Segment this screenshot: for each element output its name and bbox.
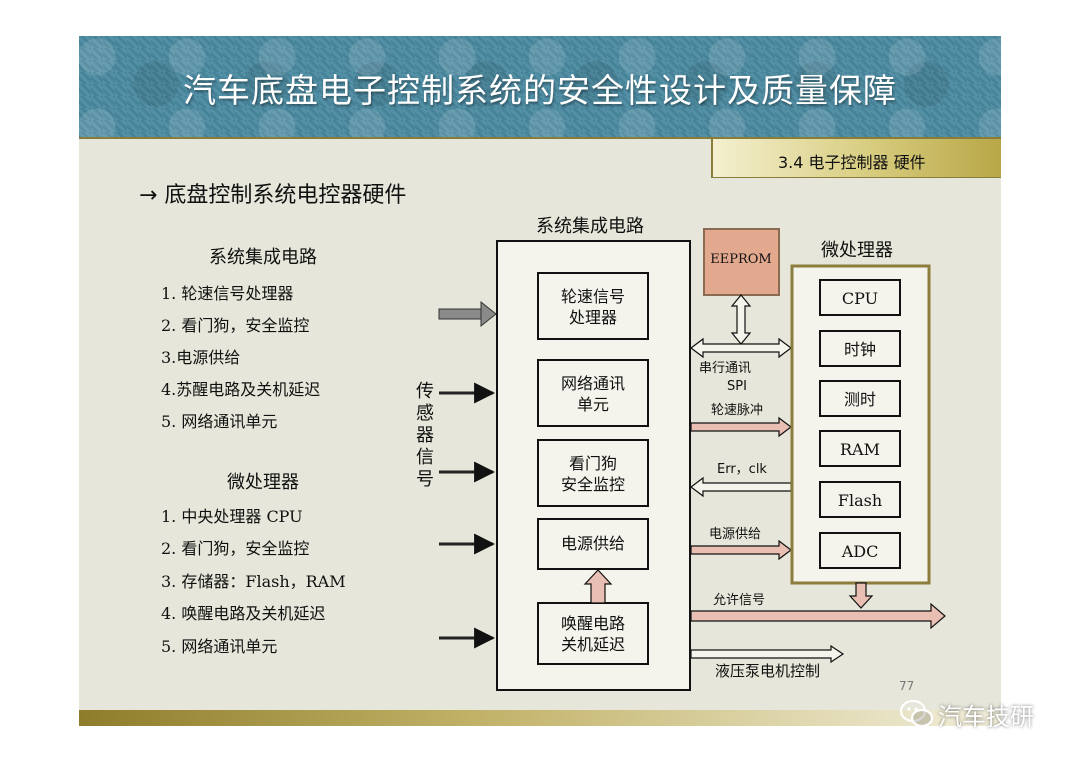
enable-signal-arrow <box>690 602 946 630</box>
list-heading-ic: 系统集成电路 <box>209 247 317 268</box>
ic-block-watchdog <box>537 439 649 507</box>
list-heading-mcu: 微处理器 <box>227 472 299 493</box>
ic-block-label: 轮速信号 <box>561 287 625 306</box>
mcu-block-flash <box>819 481 901 518</box>
ic-block-label: 关机延迟 <box>561 635 625 654</box>
mcu-block-adc <box>819 532 901 569</box>
list-item: 5. 网络通讯单元 <box>161 412 278 431</box>
mcu-block-label: 时钟 <box>844 340 876 359</box>
ic-block-label: 安全监控 <box>561 475 625 494</box>
wheel-pulse-arrow <box>690 416 792 438</box>
mcu-outer-box <box>790 264 931 585</box>
list-item: 3. 存储器：Flash，RAM <box>161 572 346 591</box>
mcu-block-clock <box>819 330 901 367</box>
mcu-block-label: CPU <box>842 289 878 308</box>
eeprom-spi-arrow <box>730 294 752 345</box>
slide-header: 汽车底盘电子控制系统的安全性设计及质量保障 <box>79 36 1001 137</box>
section-tag: 3.4 电子控制器 硬件 <box>711 139 1001 178</box>
mcu-title: 微处理器 <box>821 240 893 261</box>
list-item: 3.电源供给 <box>161 348 241 367</box>
eeprom-box <box>703 228 780 296</box>
ic-title: 系统集成电路 <box>536 216 644 237</box>
ic-block-label: 看门狗 <box>569 454 617 473</box>
mcu-block-ram <box>819 430 901 467</box>
page-number: 77 <box>899 679 915 693</box>
ic-block-wheel-speed <box>537 272 649 340</box>
pump-control-arrow <box>690 644 845 664</box>
ic-block-power <box>537 518 649 570</box>
list-item: 4.苏醒电路及关机延迟 <box>161 380 321 399</box>
ic-block-label: 单元 <box>577 395 609 414</box>
list-item: 2. 看门狗，安全监控 <box>161 316 310 335</box>
list-item: 1. 中央处理器 CPU <box>161 507 303 526</box>
footer-bar <box>79 710 1001 726</box>
spi-label-line1: 串行通讯 <box>699 361 751 376</box>
ic-block-network <box>537 359 649 427</box>
sensor-input-arrow-thick <box>438 300 497 328</box>
err-clk-label: Err，clk <box>717 462 767 477</box>
eeprom-label: EEPROM <box>710 252 771 267</box>
mcu-block-label: ADC <box>841 542 879 561</box>
slide-title: 汽车底盘电子控制系统的安全性设计及质量保障 <box>183 71 897 110</box>
section-tag-label: 3.4 电子控制器 硬件 <box>778 153 926 172</box>
list-item: 1. 轮速信号处理器 <box>161 284 294 303</box>
ic-block-label: 处理器 <box>569 308 617 327</box>
watermark: 汽车技研 <box>900 694 1034 734</box>
list-item: 2. 看门狗，安全监控 <box>161 539 310 558</box>
mcu-enable-arrow <box>848 582 874 609</box>
ic-block-wakeup <box>537 602 649 665</box>
wechat-icon <box>900 699 934 728</box>
mcu-block-label: 测时 <box>844 390 876 409</box>
enable-signal-label: 允许信号 <box>713 592 765 608</box>
main-heading: → 底盘控制系统电控器硬件 <box>139 183 407 208</box>
watermark-text: 汽车技研 <box>938 702 1034 731</box>
spi-label-line2: SPI <box>727 379 747 394</box>
slide: 汽车底盘电子控制系统的安全性设计及质量保障 3.4 电子控制器 硬件 → 底盘控… <box>79 36 1001 726</box>
wheel-pulse-label: 轮速脉冲 <box>711 403 763 418</box>
wakeup-to-power-arrow <box>583 569 613 604</box>
mcu-block-label: Flash <box>838 491 882 510</box>
mcu-block-timer <box>819 380 901 417</box>
ecu-block-diagram: 系统集成电路 轮速信号 处理器 网络通讯 单元 看门狗 安全监控 电源供给 唤醒… <box>438 216 946 691</box>
ic-block-label: 网络通讯 <box>561 374 625 393</box>
header-divider <box>79 137 1001 139</box>
mcu-block-cpu <box>819 279 901 316</box>
sensor-signal-label: 传感器信号 <box>416 381 434 490</box>
ic-block-label: 唤醒电路 <box>561 614 625 633</box>
list-item: 4. 唤醒电路及关机延迟 <box>161 604 326 623</box>
power-supply-label: 电源供给 <box>709 527 761 542</box>
power-supply-arrow <box>690 539 792 561</box>
list-item: 5. 网络通讯单元 <box>161 637 278 656</box>
mcu-block-label: RAM <box>840 440 880 459</box>
ic-block-label: 电源供给 <box>561 534 625 553</box>
pump-control-label: 液压泵电机控制 <box>715 662 820 680</box>
err-clk-arrow <box>690 476 792 498</box>
